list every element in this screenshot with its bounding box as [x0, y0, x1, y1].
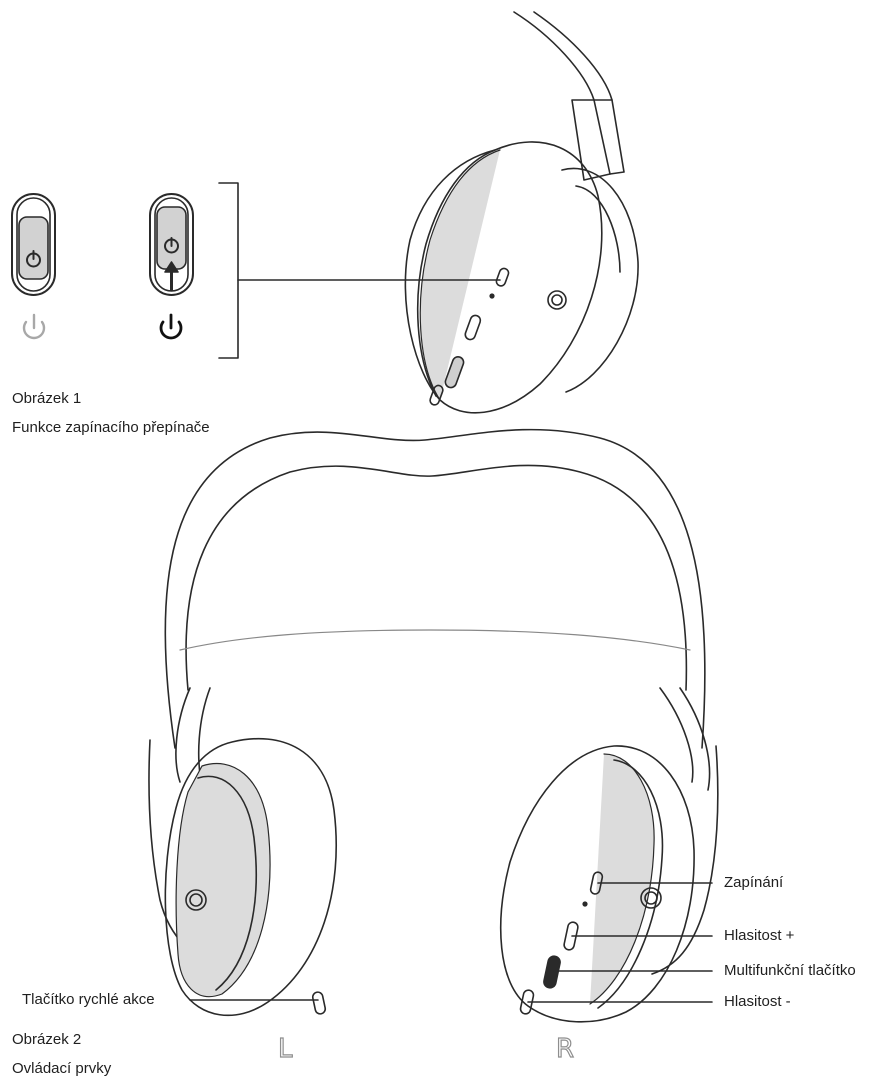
power-off-icon [22, 313, 46, 340]
label-volume-down: Hlasitost - [724, 993, 791, 1010]
figure2-number: Obrázek 2 [12, 1031, 82, 1048]
figure1-number: Obrázek 1 [12, 390, 82, 407]
right-earcup [499, 745, 695, 1023]
right-side-letter: R [555, 1033, 575, 1064]
left-earcup [164, 737, 338, 1017]
label-power: Zapínání [724, 874, 784, 891]
label-multifunction: Multifunkční tlačítko [724, 962, 856, 979]
power-switch-off [11, 193, 56, 296]
figure2-caption: Ovládací prvky [12, 1060, 112, 1077]
left-side-letter: L [277, 1033, 293, 1064]
headphone-side-view [404, 11, 639, 414]
power-on-icon [159, 313, 183, 340]
figure1-bracket [218, 182, 239, 359]
figure1-caption: Funkce zapínacího přepínače [12, 419, 210, 436]
label-quick-action: Tlačítko rychlé akce [22, 991, 155, 1008]
label-volume-up: Hlasitost + [724, 927, 795, 944]
power-switch-on [149, 193, 194, 296]
